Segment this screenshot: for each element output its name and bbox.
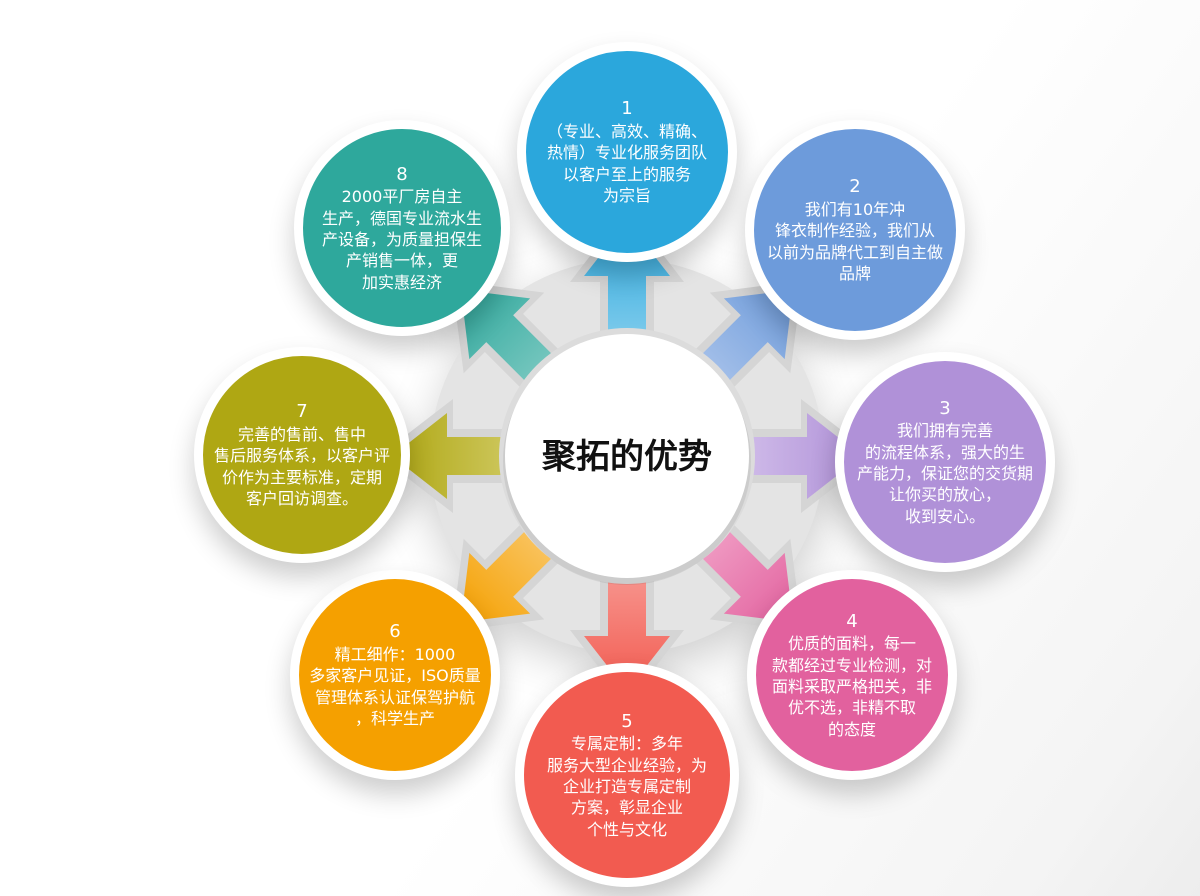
advantage-bubble-5-content: 5 专属定制：多年 服务大型企业经验，为 企业打造专属定制 方案，彰显企业 个性…	[539, 702, 715, 849]
advantage-bubble-3-content: 3 我们拥有完善 的流程体系，强大的生 产能力，保证您的交货期 让你买的放心， …	[849, 389, 1041, 536]
advantage-bubble-8: 8 2000平厂房自主 生产，德国专业流水生 产设备，为质量担保生 产销售一体，…	[294, 120, 510, 336]
advantage-bubble-8-content: 8 2000平厂房自主 生产，德国专业流水生 产设备，为质量担保生 产销售一体，…	[314, 155, 490, 302]
advantage-number-8: 8	[396, 163, 408, 185]
advantage-bubble-7-content: 7 完善的售前、售中 售后服务体系，以客户评 价作为主要标准，定期 客户回访调查…	[206, 392, 398, 517]
advantage-bubble-1: 1 （专业、高效、精确、 热情）专业化服务团队 以客户至上的服务 为宗旨	[517, 42, 737, 262]
advantage-number-3: 3	[939, 397, 951, 419]
advantage-text-4: 优质的面料，每一 款都经过专业检测，对 面料采取严格把关，非 优不选，非精不取 …	[771, 634, 932, 739]
advantage-number-2: 2	[849, 176, 861, 198]
advantage-number-1: 1	[621, 98, 633, 120]
arrow-west-icon	[379, 399, 535, 513]
advantage-bubble-2: 2 我们有10年冲 锋衣制作经验，我们从 以前为品牌代工到自主做 品牌	[745, 120, 965, 340]
advantage-bubble-2-content: 2 我们有10年冲 锋衣制作经验，我们从 以前为品牌代工到自主做 品牌	[759, 167, 951, 292]
advantage-text-7: 完善的售前、售中 售后服务体系，以客户评 价作为主要标准，定期 客户回访调查。	[213, 424, 390, 509]
hub-center	[505, 334, 749, 578]
arrow-east-icon	[719, 399, 875, 513]
advantage-number-4: 4	[846, 610, 858, 632]
advantage-bubble-5: 5 专属定制：多年 服务大型企业经验，为 企业打造专属定制 方案，彰显企业 个性…	[515, 663, 739, 887]
advantage-bubble-4-content: 4 优质的面料，每一 款都经过专业检测，对 面料采取严格把关，非 优不选，非精不…	[764, 602, 940, 749]
advantage-bubble-6-content: 6 精工细作：1000 多家客户见证，ISO质量 管理体系认证保驾护航 ，科学生…	[301, 612, 488, 737]
advantage-text-8: 2000平厂房自主 生产，德国专业流水生 产设备，为质量担保生 产销售一体，更 …	[321, 187, 482, 292]
advantage-number-7: 7	[296, 401, 308, 423]
advantage-text-2: 我们有10年冲 锋衣制作经验，我们从 以前为品牌代工到自主做 品牌	[766, 199, 943, 284]
advantage-bubble-7: 7 完善的售前、售中 售后服务体系，以客户评 价作为主要标准，定期 客户回访调查…	[194, 347, 410, 563]
advantage-text-6: 精工细作：1000 多家客户见证，ISO质量 管理体系认证保驾护航 ，科学生产	[309, 644, 481, 729]
hub-graphic: 聚拓的优势	[379, 208, 875, 704]
hub-title: 聚拓的优势	[541, 437, 712, 477]
arrow-south-icon	[570, 548, 684, 704]
advantage-bubble-4: 4 优质的面料，每一 款都经过专业检测，对 面料采取严格把关，非 优不选，非精不…	[747, 570, 957, 780]
advantage-text-3: 我们拥有完善 的流程体系，强大的生 产能力，保证您的交货期 让你买的放心， 收到…	[856, 421, 1033, 526]
advantage-text-5: 专属定制：多年 服务大型企业经验，为 企业打造专属定制 方案，彰显企业 个性与文…	[546, 734, 707, 839]
advantage-number-5: 5	[621, 710, 633, 732]
advantage-bubble-3: 3 我们拥有完善 的流程体系，强大的生 产能力，保证您的交货期 让你买的放心， …	[835, 352, 1055, 572]
advantage-number-6: 6	[389, 621, 401, 643]
advantage-text-1: （专业、高效、精确、 热情）专业化服务团队 以客户至上的服务 为宗旨	[546, 121, 707, 206]
advantage-bubble-6: 6 精工细作：1000 多家客户见证，ISO质量 管理体系认证保驾护航 ，科学生…	[290, 570, 500, 780]
advantage-bubble-1-content: 1 （专业、高效、精确、 热情）专业化服务团队 以客户至上的服务 为宗旨	[539, 89, 715, 214]
